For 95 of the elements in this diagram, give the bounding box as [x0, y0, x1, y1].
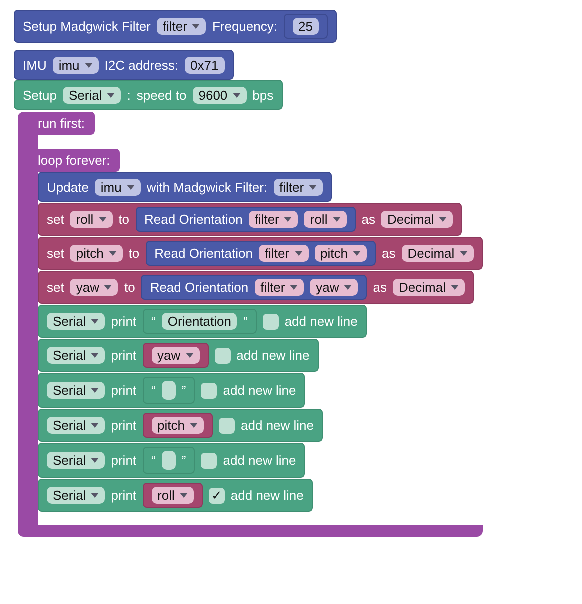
- code-block: [38, 172, 332, 202]
- block-label: set: [47, 212, 64, 227]
- block-label: print: [111, 418, 137, 433]
- value-block: [142, 483, 203, 508]
- value-block: [142, 377, 196, 404]
- code-block: [38, 237, 483, 270]
- block-label: “: [152, 383, 156, 398]
- value-block: [136, 207, 356, 232]
- block-label: with Madgwick Filter:: [146, 180, 268, 194]
- dropdown-field: filter: [258, 245, 308, 262]
- code-block: [38, 203, 462, 236]
- block-label: Frequency:: [212, 19, 278, 34]
- block-label: to: [124, 280, 136, 295]
- block-label: to: [128, 246, 140, 261]
- checkbox: ✓: [208, 488, 225, 504]
- loop-block: [18, 112, 483, 537]
- dropdown-field: Serial: [47, 452, 106, 469]
- block-label: IMU: [23, 58, 47, 72]
- block-label: print: [111, 488, 137, 503]
- dropdown-field: yaw: [310, 279, 358, 296]
- code-block: [14, 50, 234, 80]
- block-label: to: [118, 212, 130, 227]
- block-label: ”: [182, 383, 186, 398]
- block-label: I2C address:: [104, 58, 178, 72]
- text-field: Orientation: [162, 313, 238, 330]
- code-block: [38, 479, 313, 512]
- number-field: 25: [292, 18, 319, 35]
- code-block: [14, 80, 283, 110]
- value-block: [142, 413, 214, 438]
- dropdown-field: 9600: [192, 86, 247, 104]
- dropdown-field: filter: [254, 279, 304, 296]
- code-block: [14, 10, 337, 43]
- block-label: Read Orientation: [150, 280, 249, 295]
- dropdown-field: yaw: [152, 347, 200, 364]
- dropdown-field: roll: [152, 487, 194, 504]
- block-label: print: [111, 314, 137, 329]
- dropdown-field: roll: [304, 211, 347, 228]
- block-label: “: [152, 314, 156, 329]
- block-label: add new line: [230, 488, 304, 503]
- dropdown-field: Decimal: [402, 245, 474, 262]
- dropdown-field: filter: [248, 211, 298, 228]
- block-label: add new line: [223, 383, 296, 398]
- dropdown-field: pitch: [314, 245, 367, 262]
- block-label: add new line: [236, 348, 310, 363]
- dropdown-field: Serial: [62, 86, 122, 104]
- block-label: add new line: [223, 453, 296, 468]
- number-field: 0x71: [184, 56, 225, 74]
- block-label: ”: [182, 453, 186, 468]
- dropdown-field: imu: [52, 56, 99, 74]
- block-label: set: [47, 246, 64, 261]
- block-label: bps: [252, 88, 274, 102]
- value-block: [142, 343, 209, 368]
- dropdown-field: Decimal: [393, 279, 465, 296]
- dropdown-field: Decimal: [381, 211, 454, 228]
- block-label: Update: [47, 180, 89, 194]
- value-block: [142, 447, 196, 474]
- dropdown-field: Serial: [47, 417, 106, 434]
- code-block: [38, 409, 324, 442]
- code-block: [38, 271, 474, 304]
- value-block: [284, 14, 328, 39]
- block-label: Read Orientation: [154, 246, 253, 261]
- code-block: [38, 305, 367, 338]
- dropdown-field: filter: [156, 18, 206, 35]
- dropdown-field: yaw: [70, 279, 118, 296]
- block-label: print: [111, 383, 137, 398]
- block-label: add new line: [284, 314, 358, 329]
- dropdown-field: Serial: [47, 382, 106, 399]
- block-label: print: [111, 348, 137, 363]
- block-label: “: [152, 453, 156, 468]
- block-label: ”: [243, 314, 248, 329]
- block-label: as: [382, 246, 396, 261]
- block-label: Setup: [23, 88, 57, 102]
- code-block: [38, 443, 306, 478]
- block-label: Read Orientation: [144, 212, 243, 227]
- dropdown-field: roll: [70, 211, 113, 228]
- dropdown-field: Serial: [47, 487, 106, 504]
- dropdown-field: Serial: [47, 347, 106, 364]
- code-block: [38, 339, 319, 372]
- code-block: [38, 373, 306, 408]
- block-label: as: [373, 280, 388, 295]
- dropdown-field: imu: [94, 178, 141, 196]
- block-label: as: [362, 212, 376, 227]
- block-label: speed to: [136, 88, 187, 102]
- block-label: add new line: [241, 418, 314, 433]
- value-block: [146, 241, 376, 266]
- block-label: :: [127, 88, 131, 102]
- dropdown-field: pitch: [152, 417, 204, 434]
- dropdown-field: Serial: [47, 313, 106, 330]
- block-label: Setup Madgwick Filter: [23, 19, 151, 34]
- value-block: [142, 309, 257, 334]
- value-block: [141, 275, 368, 300]
- dropdown-field: filter: [274, 178, 324, 196]
- block-label: set: [47, 280, 64, 295]
- block-label: print: [111, 453, 137, 468]
- dropdown-field: pitch: [70, 245, 123, 262]
